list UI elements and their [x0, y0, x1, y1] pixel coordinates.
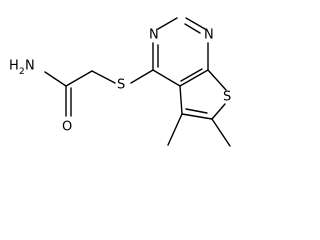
- atom-label-amine-h-count: 2: [19, 67, 25, 77]
- bond-n3-c2: [157, 17, 178, 30]
- atom-label-layer: H 2 N O S N N S: [9, 28, 231, 135]
- bond-s-c4: [130, 69, 154, 84]
- bond-c5-c4a: [179, 85, 183, 115]
- atom-label-amine-n: N: [25, 59, 35, 74]
- bond-c6-c5-inner: [185, 108, 208, 114]
- bond-ch2-s: [91, 70, 116, 84]
- atom-label-thiophene-s: S: [223, 90, 231, 105]
- bond-layer: [44, 17, 231, 147]
- bond-c7a-s7: [207, 69, 227, 91]
- atom-label-amine-h: H: [9, 59, 19, 74]
- bond-c7a-c4a: [179, 69, 209, 87]
- bond-s7-c6: [211, 103, 226, 120]
- atom-label-carbonyl-o: O: [62, 120, 72, 135]
- bond-c2-n1: [185, 17, 206, 30]
- molecule-structure: H 2 N O S N N S: [9, 17, 231, 147]
- bond-c6-methyl: [211, 118, 231, 147]
- bond-c6-c5: [181, 113, 213, 120]
- atom-label-pyrimidine-n1: N: [204, 28, 214, 43]
- bond-c7a-c4a-inner: [180, 68, 203, 82]
- atom-label-pyrimidine-n3: N: [149, 28, 159, 43]
- bond-n-camide: [44, 71, 67, 87]
- bond-c2-n1-inner: [184, 23, 201, 34]
- bond-c5-methyl: [167, 113, 183, 146]
- atom-label-thioether-s: S: [117, 78, 125, 93]
- bond-c4a-c4: [152, 69, 181, 87]
- bond-camide-ch2: [65, 70, 93, 87]
